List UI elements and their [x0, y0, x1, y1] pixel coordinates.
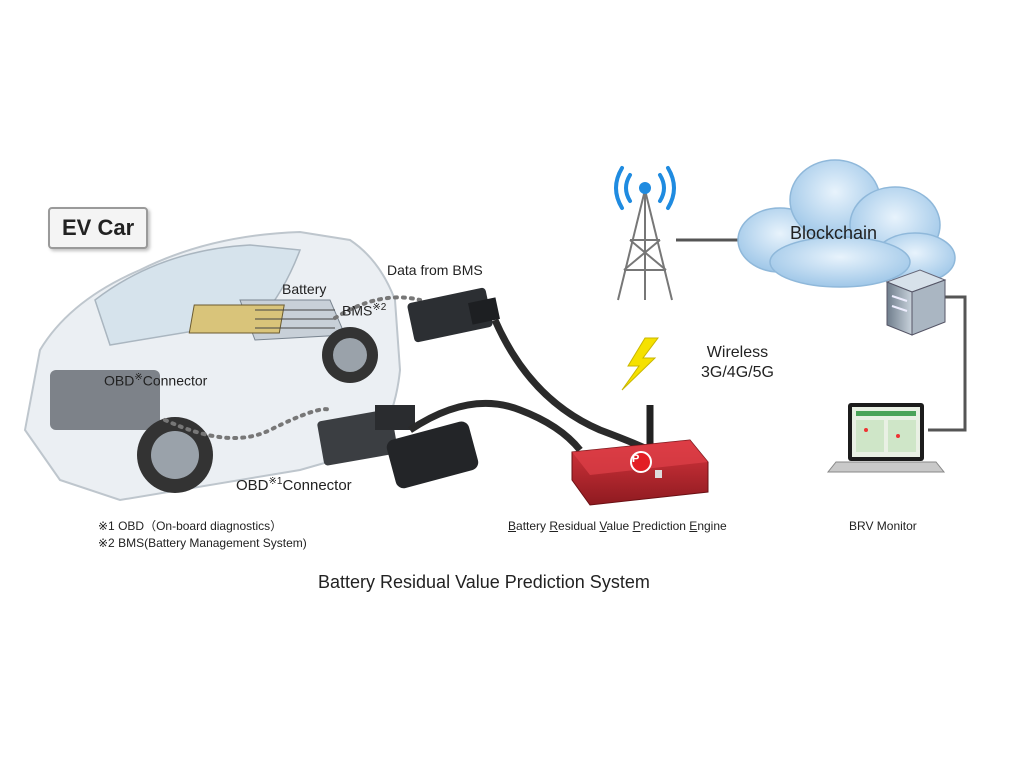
obd-connector-bottom-label: OBD※1Connector — [236, 476, 352, 494]
cell-tower-icon — [617, 189, 673, 301]
wireless-line2: 3G/4G/5G — [701, 364, 774, 381]
engine-word-3: Value — [599, 519, 633, 533]
laptop-monitor-icon — [826, 403, 946, 473]
obd-cable — [408, 399, 583, 453]
bms-footnote-mark: ※2 — [372, 302, 387, 313]
prediction-engine-device — [571, 405, 709, 506]
obd-connector-top-label: OBD※Connector — [104, 372, 207, 389]
engine-word-5: Engine — [689, 519, 727, 533]
obd-suffix: Connector — [142, 372, 208, 389]
bms-connector — [407, 287, 500, 343]
bms-label-group: BMS※2 — [342, 302, 386, 319]
obd-suffix: Connector — [282, 477, 352, 494]
obd-connector — [317, 405, 415, 466]
blockchain-cloud-icon — [737, 159, 956, 288]
wireless-lightning-icon — [621, 337, 659, 391]
bms-cable — [491, 318, 662, 459]
wireless-label: Wireless 3G/4G/5G — [701, 343, 774, 383]
blockchain-label: Blockchain — [790, 223, 878, 243]
bms-label: BMS — [342, 302, 373, 319]
battery-label: Battery — [282, 281, 327, 297]
obd-plug — [386, 421, 479, 489]
engine-label: Battery Residual Value Prediction Engine — [508, 519, 727, 533]
footnote-obd: ※1 OBD（On-board diagnostics） — [98, 519, 283, 533]
obd-prefix: OBD — [104, 372, 135, 389]
battery-pack — [188, 304, 335, 334]
obd-data-path — [163, 407, 332, 440]
engine-word-1: Battery — [508, 519, 550, 533]
ev-car-illustration — [23, 230, 402, 502]
system-title: Battery Residual Value Prediction System — [318, 572, 650, 592]
obd-prefix: OBD — [236, 477, 269, 494]
engine-word-4: Prediction — [632, 519, 690, 533]
wireless-line1: Wireless — [706, 344, 769, 361]
footnote-bms: ※2 BMS(Battery Management System) — [98, 536, 307, 550]
server-icon — [885, 269, 947, 336]
ev-car-label: EV Car — [48, 207, 149, 249]
engine-word-2: Residual — [549, 519, 600, 533]
device-badge: P — [632, 453, 640, 465]
brv-monitor-label: BRV Monitor — [849, 519, 917, 533]
data-from-bms-label: Data from BMS — [387, 262, 483, 278]
obd-mark: ※1 — [268, 476, 283, 487]
obd-mark: ※ — [134, 372, 143, 383]
bms-data-path — [333, 295, 422, 320]
server-monitor-line — [928, 295, 967, 432]
signal-waves-icon — [614, 166, 676, 210]
